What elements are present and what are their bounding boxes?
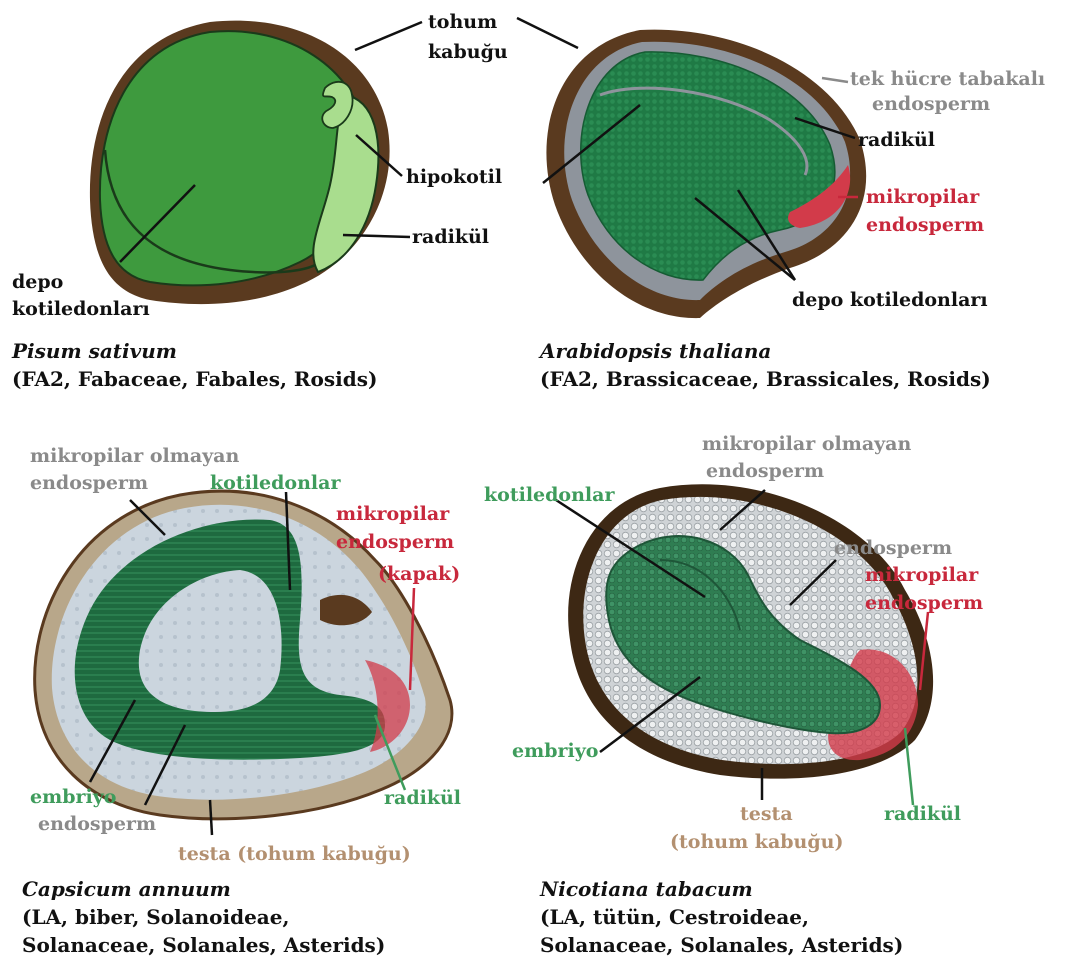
label-arabidopsis-radikul: radikül — [858, 129, 935, 151]
species-nicotiana: Nicotiana tabacum — [539, 877, 753, 901]
label-tek-hucre-2: endosperm — [872, 93, 990, 115]
taxonomy-capsicum-1: (LA, biber, Solanoideae, — [22, 905, 289, 929]
label-nicotiana-kotiledonlar: kotiledonlar — [484, 484, 615, 506]
label-nicotiana-embriyo: embriyo — [512, 740, 598, 762]
label-tohum-kabugu-1: tohum — [428, 11, 497, 33]
label-tek-hucre-1: tek hücre tabakalı — [850, 68, 1045, 90]
species-arabidopsis: Arabidopsis thaliana — [538, 339, 771, 363]
label-pisum-depo-1: depo — [12, 271, 63, 293]
taxonomy-nicotiana-1: (LA, tütün, Cestroideae, — [540, 905, 809, 929]
label-nicotiana-mikropilar-2: endosperm — [865, 592, 983, 614]
label-capsicum-mikropilar-1: mikropilar — [336, 503, 450, 525]
label-arabidopsis-mikropilar-1: mikropilar — [866, 186, 980, 208]
label-capsicum-testa: testa (tohum kabuğu) — [178, 843, 411, 865]
taxonomy-pisum: (FA2, Fabaceae, Fabales, Rosids) — [12, 367, 377, 391]
label-capsicum-mo-1: mikropilar olmayan — [30, 445, 239, 467]
label-capsicum-mo-2: endosperm — [30, 472, 148, 494]
label-nicotiana-mikropilar-1: mikropilar — [865, 564, 979, 586]
label-nicotiana-endosperm: endosperm — [834, 537, 952, 559]
species-capsicum: Capsicum annuum — [22, 877, 231, 901]
label-capsicum-kotiledonlar: kotiledonlar — [210, 472, 341, 494]
label-tohum-kabugu-2: kabuğu — [428, 41, 508, 63]
label-hipokotil: hipokotil — [406, 166, 502, 188]
taxonomy-arabidopsis: (FA2, Brassicaceae, Brassicales, Rosids) — [540, 367, 991, 391]
label-arabidopsis-mikropilar-2: endosperm — [866, 214, 984, 236]
taxonomy-nicotiana-2: Solanaceae, Solanales, Asterids) — [540, 933, 903, 957]
species-pisum: Pisum sativum — [11, 339, 177, 363]
label-capsicum-embriyo: embriyo — [30, 786, 116, 808]
label-nicotiana-mo-1: mikropilar olmayan — [702, 433, 911, 455]
label-nicotiana-testa-2: (tohum kabuğu) — [670, 831, 843, 853]
label-nicotiana-testa-1: testa — [740, 803, 793, 825]
taxonomy-capsicum-2: Solanaceae, Solanales, Asterids) — [22, 933, 385, 957]
label-capsicum-mikropilar-2: endosperm — [336, 531, 454, 553]
label-nicotiana-radikul: radikül — [884, 803, 961, 825]
label-nicotiana-mo-2: endosperm — [706, 460, 824, 482]
label-capsicum-kapak: (kapak) — [378, 563, 460, 585]
pisum-seed-diagram — [90, 21, 390, 305]
label-capsicum-endosperm: endosperm — [38, 813, 156, 835]
label-capsicum-radikul: radikül — [384, 787, 461, 809]
label-pisum-depo-2: kotiledonları — [12, 298, 150, 320]
label-pisum-radikul: radikül — [412, 226, 489, 248]
arabidopsis-seed-diagram — [546, 30, 866, 318]
label-arabidopsis-depo: depo kotiledonları — [792, 289, 988, 311]
